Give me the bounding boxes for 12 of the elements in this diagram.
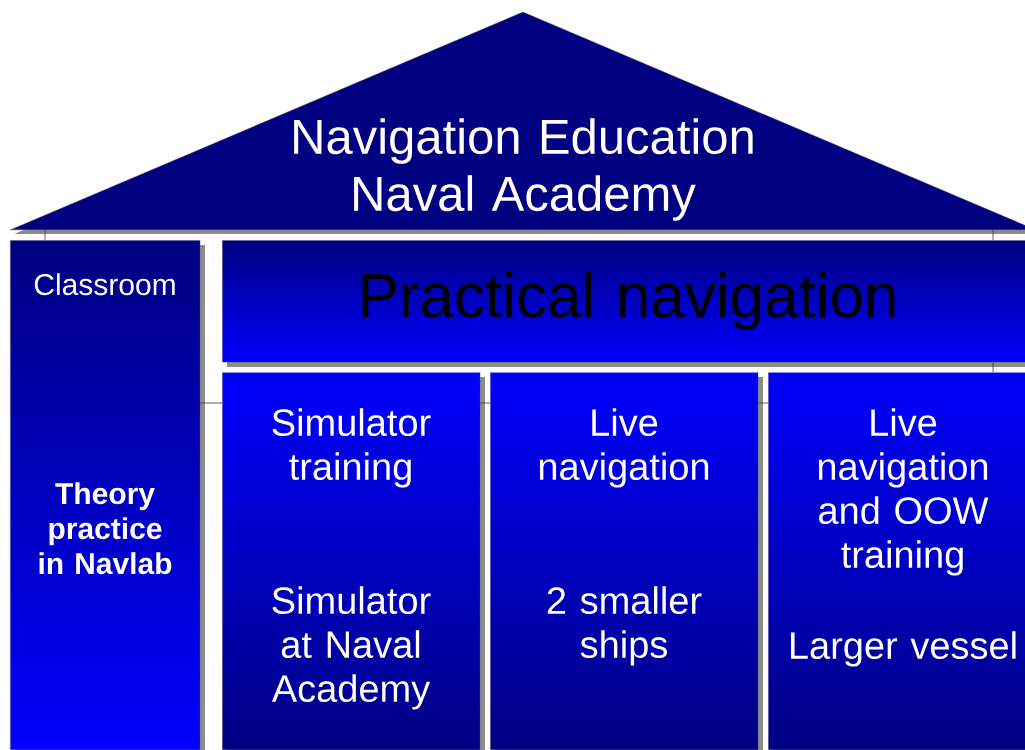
column-box: Live navigation and OOW training Larger vessel [768,372,1025,750]
connector-line [992,362,994,373]
column-box: Live navigation 2 smaller ships [490,372,763,750]
connector-line [480,402,491,404]
connector-line [200,402,223,404]
connector-line [758,402,769,404]
column-box: Simulator training Simulator at Naval Academy [222,372,485,750]
banner-box: Practical navigation [222,240,1025,367]
roof-triangle: Navigation Education Naval Academy [9,11,1025,234]
connector-line [44,229,46,241]
connector-line [992,229,994,241]
classroom-column: Classroom Theory practice in Navlab [10,240,205,750]
